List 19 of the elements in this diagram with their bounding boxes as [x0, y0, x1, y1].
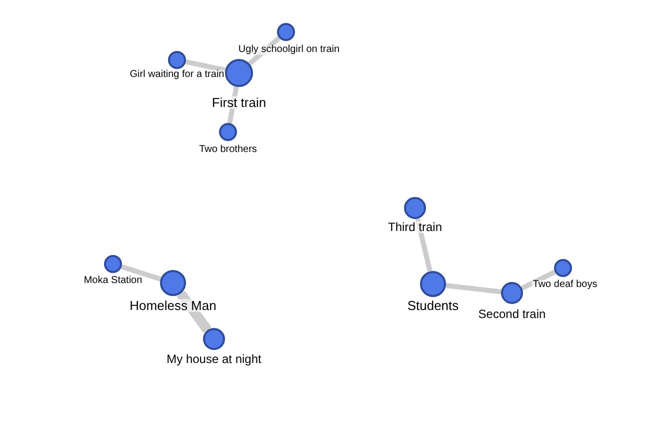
connector-line [520, 270, 556, 290]
node-label: Girl waiting for a train [128, 70, 226, 80]
node-label: Two brothers [198, 145, 258, 155]
node-label: Ugly schoolgirl on train [237, 45, 341, 55]
node-label: Third train [386, 221, 444, 233]
node-label: My house at night [166, 353, 262, 365]
node-label: First train [210, 96, 268, 109]
connector-line [176, 290, 212, 334]
connector-line [248, 36, 281, 66]
connector-line [227, 86, 239, 124]
connector-line [415, 218, 432, 272]
node-label: Two deaf boys [532, 280, 598, 290]
node-label: Homeless Man [128, 299, 218, 312]
connector-line [120, 264, 162, 282]
node-label: Moka Station [82, 276, 144, 286]
node-label: Second train [477, 308, 547, 320]
connector-line [185, 59, 226, 73]
connector-line [446, 283, 502, 294]
node-label: Students [406, 299, 460, 312]
